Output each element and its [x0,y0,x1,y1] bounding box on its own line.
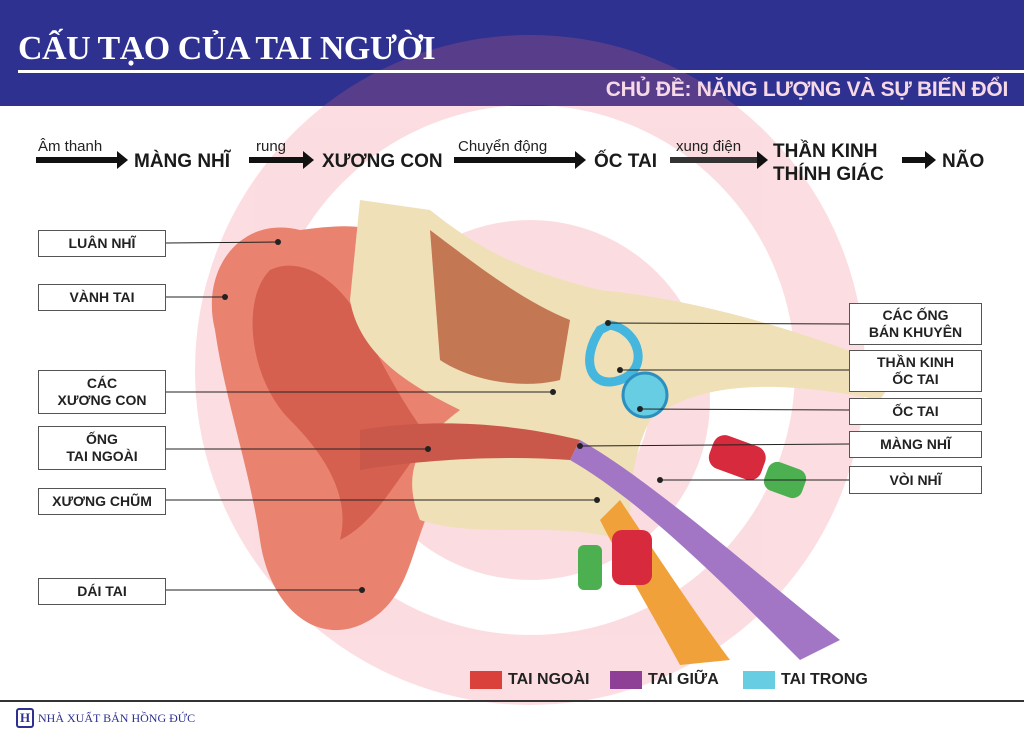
label-dai-tai: DÁI TAI [38,578,166,605]
flow-arrow [36,151,128,169]
flow-arrow [902,151,936,169]
semicircular-canals [585,320,643,387]
legend-label: TAI GIỮA [648,671,719,688]
legend-outer-ear: TAI NGOÀI [470,671,589,689]
flow-arrow-label: Chuyển động [458,138,548,155]
footer-divider [0,700,1024,702]
label-text: VÒI NHĨ [889,471,942,488]
bone-marrow [430,230,570,384]
label-text: CÁC ỐNG [882,307,949,323]
flow-step: MÀNG NHĨ [134,151,231,172]
label-text: ỐC TAI [892,371,939,387]
legend-swatch [470,671,502,689]
flow-arrow [249,151,314,169]
flow-arrow [670,151,768,169]
label-text: XƯƠNG CHŨM [52,493,152,509]
legend-inner-ear: TAI TRONG [743,671,868,689]
flow-step: XƯƠNG CON [322,151,443,172]
label-text: THẦN KINH [877,354,954,370]
flow-arrow-label: rung [256,138,287,155]
flow-step: ỐC TAI [594,151,657,172]
flow-step: THÍNH GIÁC [773,164,884,185]
page-title: CẤU TẠO CỦA TAI NGƯỜI [18,30,436,67]
red-tube-2 [612,530,652,585]
legend-label: TAI TRONG [781,671,868,688]
publisher: H NHÀ XUẤT BẢN HỒNG ĐỨC [16,708,195,728]
legend-swatch [743,671,775,689]
label-text: BÁN KHUYÊN [868,324,963,340]
ear-canal [360,423,580,470]
legend-middle-ear: TAI GIỮA [610,671,719,689]
label-text: DÁI TAI [77,583,127,599]
publisher-name: NHÀ XUẤT BẢN HỒNG ĐỨC [38,710,196,725]
flow-step: NÃO [942,151,985,172]
label-text: CÁC [86,375,118,391]
label-vanh-tai: VÀNH TAI [38,284,166,311]
label-text: ỐNG [86,431,118,447]
flow-arrow [454,151,586,169]
label-text: LUÂN NHĨ [68,235,136,251]
label-luan-nhi: LUÂN NHĨ [38,230,166,257]
green-tube-2 [578,545,602,590]
flow-step: THẦN KINH [773,141,878,162]
eustachian-tube [570,440,840,660]
header-banner [0,0,1024,106]
red-tube-1 [708,435,766,481]
label-xuong-chum: XƯƠNG CHŨM [38,488,166,515]
topic-subtitle: CHỦ ĐỀ: NĂNG LƯỢNG VÀ SỰ BIẾN ĐỔI [605,78,1009,101]
leader-dots [222,239,663,593]
label-text: XƯƠNG CON [57,392,147,408]
legend-label: TAI NGOÀI [508,671,590,688]
label-text: VÀNH TAI [69,289,135,305]
label-text: MÀNG NHĨ [880,436,951,452]
label-oc-tai: ỐC TAI [849,398,982,425]
title-divider [18,70,1024,73]
legend-swatch [610,671,642,689]
leader-lines [165,241,850,591]
label-mang-nhi: MÀNG NHĨ [849,431,982,458]
publisher-logo: H [16,708,34,728]
label-voi-nhi: VÒI NHĨ [849,466,982,494]
flow-arrow-label: xung điện [676,138,742,155]
concha [252,265,430,540]
label-text: ỐC TAI [892,403,939,419]
cochlea [621,371,669,419]
flow-arrow-label: Âm thanh [38,138,103,155]
label-text: TAI NGOÀI [66,448,138,464]
